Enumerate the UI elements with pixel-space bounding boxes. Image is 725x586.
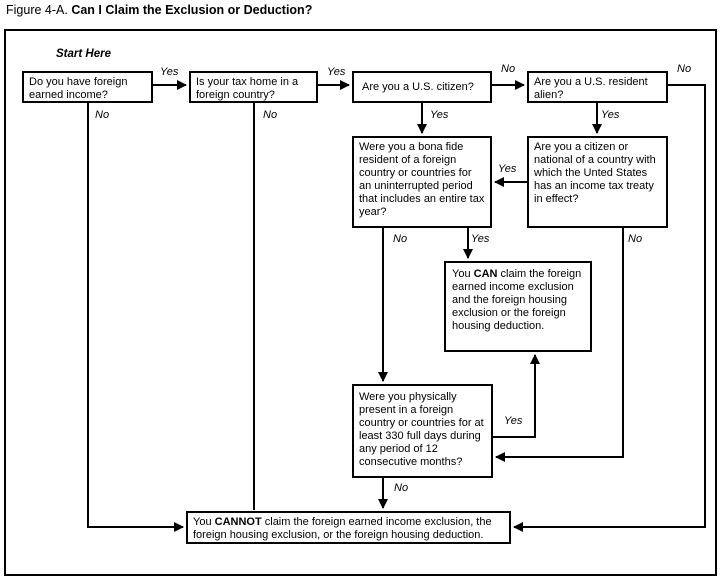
edge-label-alien-yes: Yes bbox=[600, 109, 621, 121]
edge-label-treaty-no: No bbox=[627, 233, 644, 245]
edge-alien-no-arrow bbox=[513, 84, 706, 532]
node-us-citizen: Are you a U.S. citizen? bbox=[352, 71, 492, 103]
edge-label-physical-no: No bbox=[393, 482, 410, 494]
node-resident-alien: Are you a U.S. resident alien? bbox=[527, 71, 668, 103]
figure-title-text: Can I Claim the Exclusion or Deduction? bbox=[71, 3, 313, 17]
edge-label-income-no: No bbox=[94, 109, 111, 121]
flowchart-border bbox=[4, 29, 717, 576]
edge-label-citizen-yes: Yes bbox=[429, 109, 450, 121]
cannot-claim-prefix: You bbox=[193, 516, 215, 528]
figure-label: Figure 4-A. bbox=[6, 3, 68, 17]
can-claim-emphasis: CAN bbox=[473, 268, 498, 280]
node-tax-treaty: Are you a citizen or national of a count… bbox=[527, 136, 668, 228]
cannot-claim-suffix: claim the foreign earned income exclusio… bbox=[193, 516, 492, 541]
edge-label-physical-yes: Yes bbox=[503, 415, 524, 427]
edge-label-income-yes: Yes bbox=[159, 66, 180, 78]
edge-label-taxhome-yes: Yes bbox=[326, 66, 347, 78]
edge-income-no-arrow bbox=[87, 103, 184, 532]
edge-label-citizen-no: No bbox=[500, 63, 517, 75]
edge-label-alien-no: No bbox=[676, 63, 693, 75]
edge-label-bonafide-no: No bbox=[392, 233, 409, 245]
figure-title: Figure 4-A. Can I Claim the Exclusion or… bbox=[6, 3, 312, 17]
can-claim-suffix: claim the foreign earned income exclusio… bbox=[452, 268, 582, 332]
node-foreign-income: Do you have foreign earned income? bbox=[22, 71, 153, 103]
node-tax-home: Is your tax home in a foreign country? bbox=[189, 71, 318, 103]
cannot-claim-emphasis: CANNOT bbox=[214, 516, 262, 528]
edge-treaty-no-arrow bbox=[495, 228, 624, 462]
edge-label-bonafide-yes: Yes bbox=[470, 233, 491, 245]
node-can-claim: You CAN claim the foreign earned income … bbox=[444, 261, 592, 352]
can-claim-prefix: You bbox=[452, 268, 474, 280]
node-bona-fide-residence: Were you a bona fide resident of a forei… bbox=[352, 136, 492, 228]
edge-label-taxhome-no: No bbox=[262, 109, 279, 121]
start-here-label: Start Here bbox=[56, 48, 111, 60]
edge-label-treaty-yes: Yes bbox=[497, 163, 518, 175]
node-physical-presence: Were you physically present in a foreign… bbox=[352, 384, 493, 478]
edge-physical-yes-arrow bbox=[493, 354, 540, 438]
node-cannot-claim: You CANNOT claim the foreign earned inco… bbox=[186, 511, 511, 544]
